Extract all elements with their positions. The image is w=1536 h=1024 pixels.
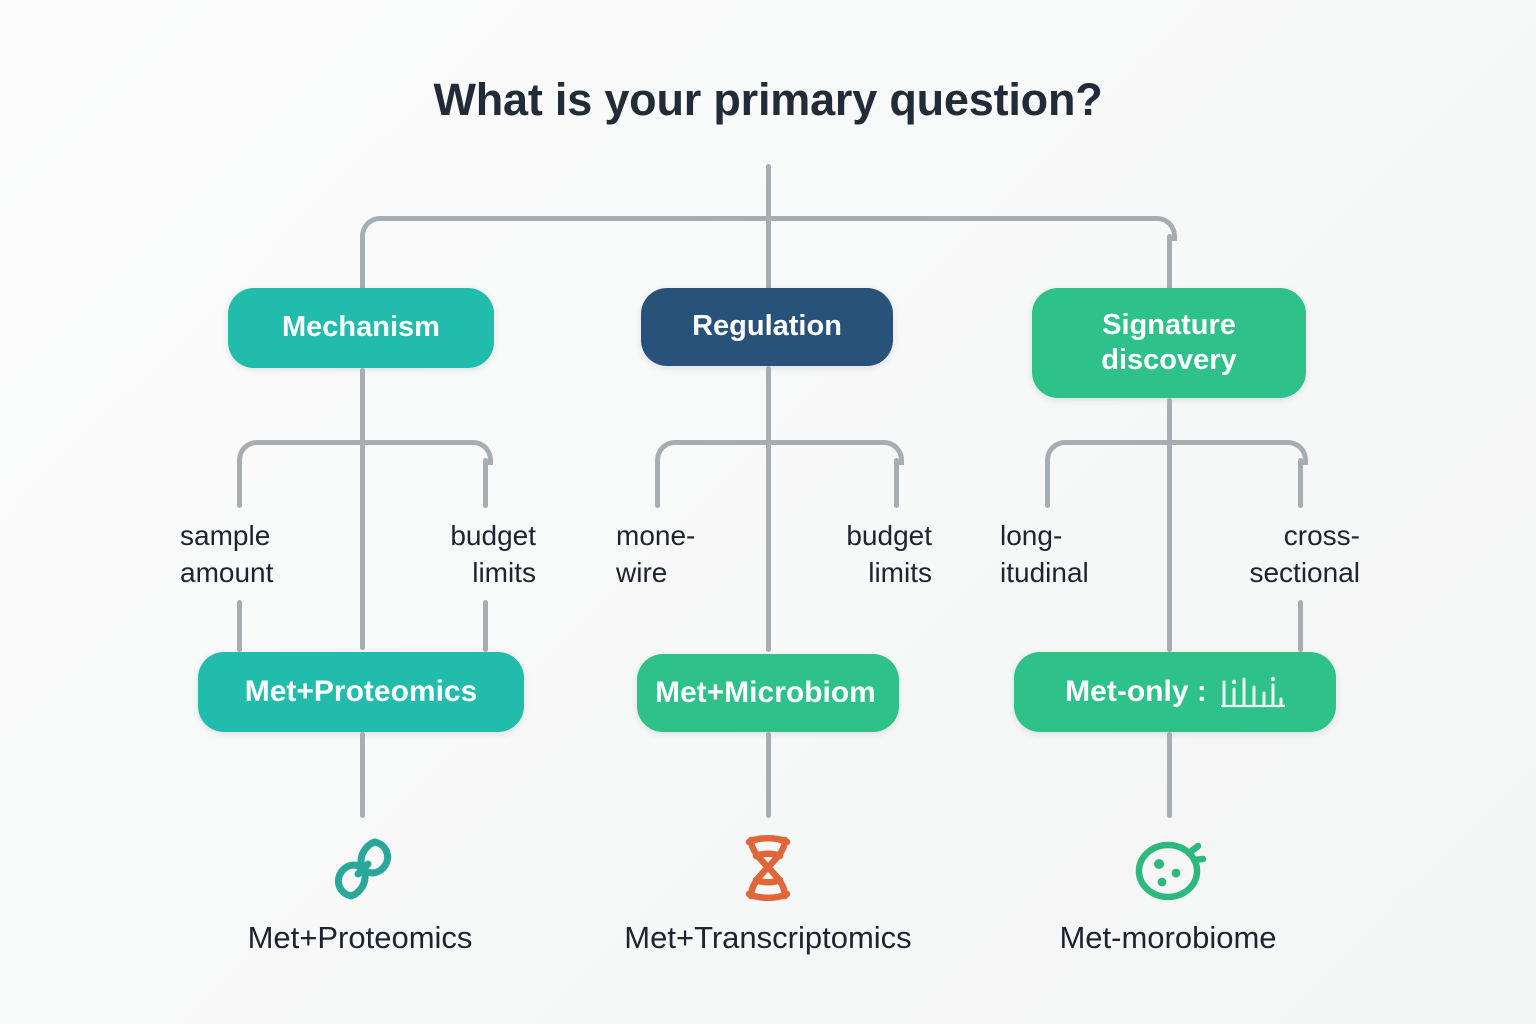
mechanism-condition-right: budget limits	[450, 520, 536, 588]
regulation-horizontal-bar	[673, 440, 881, 445]
signature-right-drop	[1298, 458, 1303, 508]
regulation-condition-left: mone- wire	[616, 520, 696, 588]
regulation-left-drop	[655, 458, 660, 508]
page-title: What is your primary question?	[433, 74, 1103, 125]
root-elbow-left	[360, 216, 385, 241]
root-drop-regulation	[766, 216, 771, 290]
result-pill-met-proteomics[interactable]: Met+Proteomics	[198, 652, 524, 732]
signature-stem-line	[1167, 398, 1172, 652]
outcome-label-met-transcriptomics: Met+Transcriptomics	[624, 920, 912, 955]
result-pill-met-only[interactable]: Met-only :	[1014, 652, 1336, 732]
result-pill-met-only-label: Met-only :	[1065, 674, 1207, 708]
question-pill-signature-discovery[interactable]: Signature discovery	[1032, 288, 1306, 398]
result-pill-met-microbiom[interactable]: Met+Microbiom	[637, 654, 899, 732]
mechanism-horizontal-bar	[255, 440, 470, 445]
mechanism-elbow-left	[237, 440, 262, 465]
mechanism-stem-line	[360, 368, 365, 650]
signature-condition-right: cross- sectional	[1249, 520, 1360, 588]
mechanism-outcome-stem	[360, 732, 365, 818]
mechanism-elbow-right	[468, 440, 493, 465]
signature-right-drop-lower	[1298, 600, 1303, 652]
regulation-stem-line	[766, 366, 771, 652]
root-elbow-right	[1152, 216, 1177, 241]
regulation-elbow-right	[879, 440, 904, 465]
question-pill-mechanism[interactable]: Mechanism	[228, 288, 494, 368]
question-pill-mechanism-label: Mechanism	[282, 311, 440, 344]
mechanism-right-drop-lower	[483, 600, 488, 652]
regulation-condition-right: budget limits	[846, 520, 932, 588]
signature-elbow-left	[1045, 440, 1070, 465]
signature-condition-left: long- itudinal	[1000, 520, 1089, 588]
regulation-outcome-stem	[766, 732, 771, 818]
signature-left-drop	[1045, 458, 1050, 508]
question-pill-regulation-label: Regulation	[692, 310, 842, 343]
mechanism-right-drop	[483, 458, 488, 508]
result-pill-met-proteomics-label: Met+Proteomics	[244, 674, 478, 708]
mechanism-condition-left: sample amount	[180, 520, 274, 588]
outcome-label-met-proteomics: Met+Proteomics	[247, 920, 473, 955]
mechanism-left-drop	[237, 458, 242, 508]
signature-outcome-stem	[1167, 732, 1172, 818]
microbe-icon	[1128, 826, 1214, 912]
question-pill-signature-discovery-label: Signature discovery	[1101, 308, 1237, 376]
root-drop-mechanism	[360, 234, 365, 290]
dna-helix-icon	[725, 826, 811, 912]
mass-spectrum-icon	[1220, 675, 1285, 709]
outcome-label-met-morobiome: Met-morobiome	[1059, 920, 1277, 955]
regulation-elbow-left	[655, 440, 680, 465]
signature-elbow-right	[1283, 440, 1308, 465]
root-drop-signature	[1167, 234, 1172, 290]
regulation-right-drop	[894, 458, 899, 508]
protein-icon	[320, 826, 406, 912]
root-stem-line	[766, 164, 771, 220]
mechanism-left-drop-lower	[237, 600, 242, 652]
question-pill-regulation[interactable]: Regulation	[641, 288, 893, 366]
result-pill-met-microbiom-label: Met+Microbiom	[655, 675, 876, 709]
signature-horizontal-bar	[1063, 440, 1285, 445]
